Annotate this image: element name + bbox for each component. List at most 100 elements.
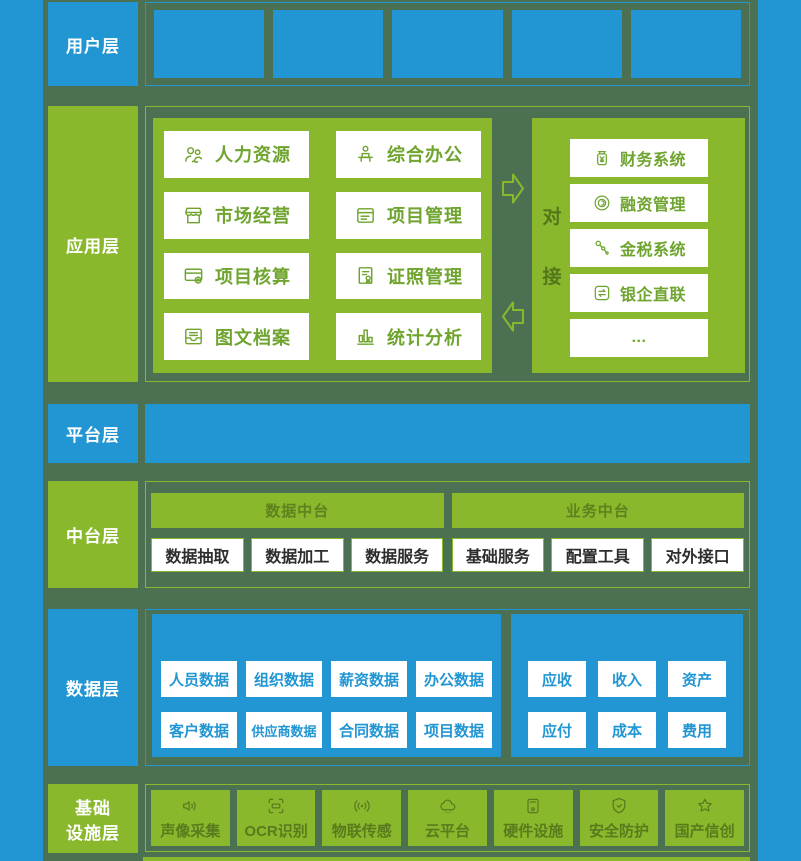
data-card: 薪资数据	[331, 661, 407, 697]
mid-card: 数据抽取	[151, 538, 244, 572]
data-card: 应收	[528, 661, 586, 697]
app-card: 综合办公	[336, 131, 481, 178]
cloud-icon	[438, 796, 458, 816]
middle-layer-container: 数据中台 数据抽取 数据加工 数据服务 业务中台 基础服务 配置工具 对外接口	[145, 481, 750, 588]
group-header: 业务中台	[451, 493, 744, 528]
app-card-label: 项目管理	[387, 206, 463, 227]
app-card: 项目管理	[336, 191, 481, 239]
user-layer-container	[145, 2, 750, 86]
data-layer-row: 数据层 人员数据 组织数据 薪资数据 办公数据 客户数据 供应商数据 合同数据 …	[48, 609, 750, 766]
bottom-cutoff-line	[143, 857, 750, 861]
data-card: 收入	[598, 661, 656, 697]
data-card: 客户数据	[161, 712, 237, 748]
app-card-label: 项目核算	[215, 266, 291, 287]
user-box	[154, 10, 265, 78]
coin-icon	[592, 193, 612, 213]
data-row: 人员数据 组织数据 薪资数据 办公数据	[161, 661, 492, 697]
left-blue-strip	[0, 0, 43, 861]
connector-label: 对接	[542, 207, 562, 288]
infra-label-line2: 设施层	[66, 823, 120, 843]
certificate-icon	[354, 264, 377, 287]
mid-card: 对外接口	[651, 538, 744, 572]
mid-card: 数据服务	[350, 538, 444, 572]
user-box	[511, 10, 622, 78]
external-system-card: 融资管理	[570, 184, 708, 222]
app-card-label: 图文档案	[215, 327, 291, 348]
user-box	[273, 10, 384, 78]
data-card: 资产	[668, 661, 726, 697]
platform-layer-row: 平台层	[48, 404, 750, 463]
app-modules-panel: 人力资源 综合办公 市场经营 项目管理 项目核算	[153, 118, 492, 373]
storefront-icon	[182, 204, 205, 227]
data-card: 组织数据	[246, 661, 322, 697]
shield-icon	[609, 796, 629, 816]
molecule-icon	[592, 238, 612, 258]
window-list-icon	[354, 204, 377, 227]
infra-card-label: 国产信创	[674, 822, 735, 840]
arrow-left-icon	[502, 301, 524, 332]
app-card: 统计分析	[336, 313, 481, 360]
infra-layer-container: 声像采集 OCR识别 物联传感 云平台 硬件设施 安全防护	[145, 784, 750, 852]
iot-signal-icon	[352, 796, 372, 816]
app-layer-row: 应用层 人力资源 综合办公 市场经营 项目管理	[48, 106, 750, 382]
mid-card: 配置工具	[551, 538, 645, 572]
external-card-label: 银企直联	[619, 287, 686, 304]
infra-card-label: 声像采集	[160, 822, 221, 840]
finance-data-panel: 应收 收入 资产 应付 成本 费用	[511, 614, 743, 757]
mid-card: 基础服务	[451, 538, 545, 572]
layer-label-infra: 基础 设施层	[48, 784, 138, 853]
app-card-label: 综合办公	[387, 145, 463, 166]
people-icon	[182, 143, 205, 166]
infra-layer-row: 基础 设施层 声像采集 OCR识别 物联传感 云平台 硬件设施	[48, 784, 750, 853]
external-system-card-more: ...	[570, 319, 708, 357]
app-card-label: 证照管理	[387, 266, 463, 287]
office-desk-icon	[354, 143, 377, 166]
arrow-right-icon	[502, 173, 524, 204]
external-system-card: 金税系统	[570, 229, 708, 267]
ocr-icon	[266, 796, 286, 816]
middle-layer-row: 中台层 数据中台 数据抽取 数据加工 数据服务 业务中台 基础服务 配置工具 对…	[48, 481, 750, 588]
layer-label-app: 应用层	[48, 106, 138, 382]
data-card: 成本	[598, 712, 656, 748]
data-card: 费用	[668, 712, 726, 748]
data-layer-container: 人员数据 组织数据 薪资数据 办公数据 客户数据 供应商数据 合同数据 项目数据…	[145, 609, 750, 766]
infra-label-line1: 基础	[75, 798, 111, 818]
user-box	[630, 10, 742, 78]
hardware-icon	[523, 796, 543, 816]
external-system-card: 财务系统	[570, 139, 708, 177]
infra-card: 物联传感	[322, 790, 402, 846]
group-header: 数据中台	[151, 493, 444, 528]
data-card: 合同数据	[331, 712, 407, 748]
external-card-label: 财务系统	[619, 152, 686, 169]
external-systems-list: 财务系统 融资管理 金税系统 银企直联 ...	[570, 139, 708, 357]
infra-card: 云平台	[408, 790, 487, 846]
exchange-icon	[592, 283, 612, 303]
app-layer-container: 人力资源 综合办公 市场经营 项目管理 项目核算	[145, 106, 750, 382]
external-systems-panel: 对接 财务系统 融资管理 金税系统	[532, 118, 745, 373]
infra-card-label: 云平台	[425, 822, 471, 840]
app-card: 证照管理	[336, 252, 481, 300]
external-card-label: 融资管理	[619, 197, 686, 214]
infra-card: 国产信创	[665, 790, 745, 846]
infra-card-label: 物联传感	[331, 822, 392, 840]
infra-card-label: 安全防护	[588, 822, 649, 840]
layer-label-user: 用户层	[48, 2, 138, 86]
star-icon	[695, 796, 715, 816]
infra-card: OCR识别	[236, 790, 316, 846]
user-layer-row: 用户层	[48, 2, 750, 86]
business-middle-group: 业务中台 基础服务 配置工具 对外接口	[451, 493, 744, 572]
data-row: 应付 成本 费用	[520, 712, 734, 748]
layer-label-data: 数据层	[48, 609, 138, 766]
app-card: 市场经营	[164, 191, 309, 239]
group-cards: 数据抽取 数据加工 数据服务	[151, 538, 444, 572]
external-card-label: 金税系统	[619, 242, 686, 259]
layer-label-platform: 平台层	[48, 404, 138, 463]
data-card: 人员数据	[161, 661, 237, 697]
layer-label-middle: 中台层	[48, 481, 138, 588]
app-card-label: 统计分析	[387, 327, 463, 348]
archive-icon	[182, 325, 205, 348]
data-middle-group: 数据中台 数据抽取 数据加工 数据服务	[151, 493, 444, 572]
app-card: 人力资源	[164, 131, 309, 178]
infra-card-label: 硬件设施	[503, 822, 564, 840]
infra-card: 安全防护	[579, 790, 659, 846]
